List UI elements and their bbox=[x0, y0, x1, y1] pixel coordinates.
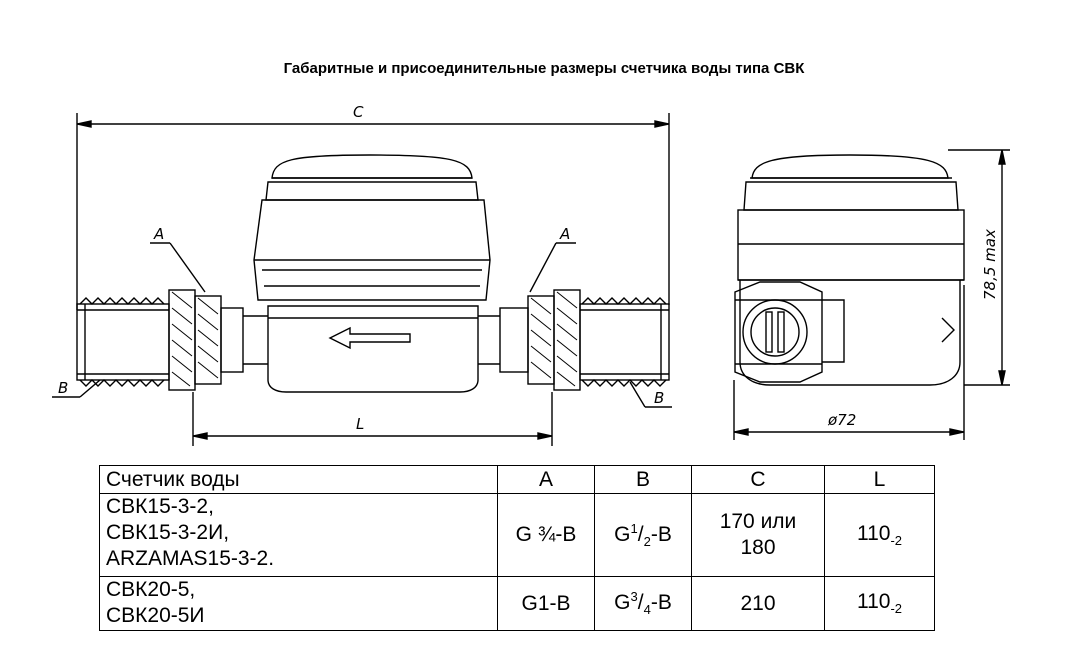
leader-lines bbox=[52, 242, 672, 408]
label-diameter: ø72 bbox=[827, 411, 856, 429]
model-name: СВК20-5И bbox=[106, 604, 205, 627]
meter-body bbox=[253, 154, 491, 393]
label-b-right: B bbox=[654, 389, 664, 407]
header-l: L bbox=[824, 465, 935, 494]
header-c: C bbox=[691, 465, 825, 494]
value-c: 170 или 180 bbox=[691, 493, 825, 577]
dimension-c bbox=[76, 113, 670, 310]
label-c: C bbox=[353, 103, 364, 121]
dimension-diameter bbox=[733, 285, 965, 440]
dimension-l bbox=[192, 392, 553, 446]
label-height: 78,5 max bbox=[981, 229, 999, 300]
table-row: СВК15-3-2, СВК15-3-2И, ARZAMAS15-3-2. G … bbox=[99, 493, 935, 577]
model-name: СВК20-5, bbox=[106, 578, 196, 601]
value-b: G3/4-B bbox=[594, 576, 692, 631]
header-a: A bbox=[497, 465, 595, 494]
specs-table: Счетчик воды A B C L СВК15-3-2, СВК15-3-… bbox=[99, 465, 935, 631]
model-name: СВК15-3-2И, bbox=[106, 521, 230, 544]
value-l: 110-2 bbox=[824, 493, 935, 577]
figure-title: Габаритные и присоединительные размеры с… bbox=[283, 60, 805, 77]
value-b: G1/2-B bbox=[594, 493, 692, 577]
table-row: СВК20-5, СВК20-5И G1-B G3/4-B 210 110-2 bbox=[99, 576, 935, 631]
value-a: G1-B bbox=[497, 576, 595, 631]
value-c: 210 bbox=[691, 576, 825, 631]
model-cell: СВК15-3-2, СВК15-3-2И, ARZAMAS15-3-2. bbox=[99, 493, 498, 577]
model-name: ARZAMAS15-3-2. bbox=[106, 547, 275, 570]
label-b-left: B bbox=[58, 379, 68, 397]
left-fitting bbox=[76, 289, 268, 391]
dimension-height bbox=[948, 149, 1010, 386]
model-cell: СВК20-5, СВК20-5И bbox=[99, 576, 498, 631]
label-a-right: A bbox=[559, 225, 570, 243]
table-header-row: Счетчик воды A B C L bbox=[99, 465, 935, 494]
label-l: L bbox=[356, 415, 364, 433]
right-fitting bbox=[478, 289, 670, 391]
label-a-left: A bbox=[153, 225, 164, 243]
side-view bbox=[734, 154, 965, 386]
header-b: B bbox=[594, 465, 692, 494]
value-a: G ¾-B bbox=[497, 493, 595, 577]
header-meter: Счетчик воды bbox=[99, 465, 498, 494]
value-l: 110-2 bbox=[824, 576, 935, 631]
model-name: СВК15-3-2, bbox=[106, 495, 214, 518]
technical-drawing: C A A B B L 78,5 max ø72 bbox=[52, 103, 1010, 446]
